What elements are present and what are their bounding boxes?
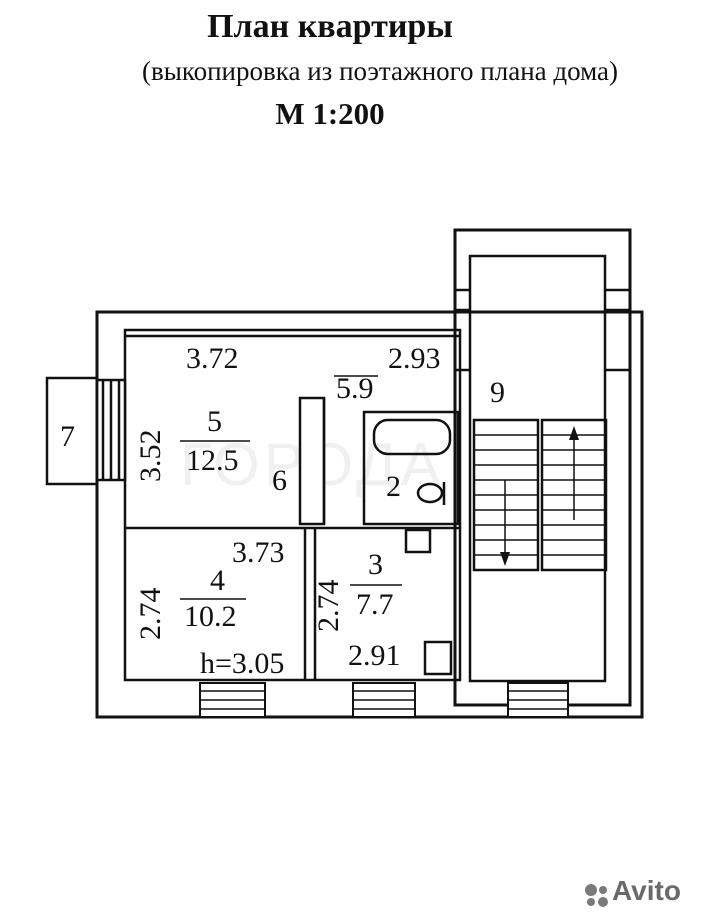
room3-area: 7.7 (356, 588, 394, 621)
room9-number: 9 (490, 376, 505, 409)
toilet-icon (416, 482, 444, 504)
room3-width: 2.91 (348, 639, 401, 672)
room5-height: 3.52 (134, 430, 167, 483)
room4-ceiling: h=3.05 (200, 647, 284, 680)
room4-number: 4 (210, 564, 225, 597)
room3-number: 3 (368, 548, 383, 581)
arrow-down-icon (500, 552, 510, 566)
stove-icon (423, 640, 453, 676)
avito-watermark: Avito (612, 875, 681, 906)
room4-height: 2.74 (134, 588, 167, 641)
room7-number: 7 (60, 420, 75, 453)
plan-title: План квартиры (207, 8, 453, 45)
room6-width: 2.93 (388, 342, 441, 375)
room4-area: 10.2 (184, 600, 237, 633)
balcony (45, 376, 99, 486)
room4-width: 3.73 (232, 536, 285, 569)
room6-number: 6 (272, 464, 287, 497)
arrow-up-icon (569, 426, 579, 440)
room5-area: 12.5 (186, 444, 239, 477)
room5-width: 3.72 (186, 342, 239, 375)
room6-area: 5.9 (336, 372, 374, 405)
sink-icon (404, 528, 432, 554)
room5-number: 5 (207, 405, 222, 438)
bathroom (362, 410, 460, 526)
plan-subtitle: (выкопировка из поэтажного плана дома) (141, 56, 618, 86)
closet-6 (298, 396, 326, 526)
inner-outline (123, 328, 462, 682)
bathtub (372, 418, 452, 456)
plan-scale: М 1:200 (275, 96, 385, 131)
avito-logo-icon (585, 884, 608, 907)
room2-number: 2 (386, 470, 401, 503)
stair-treads (474, 430, 606, 560)
room3-height: 2.74 (312, 580, 345, 633)
